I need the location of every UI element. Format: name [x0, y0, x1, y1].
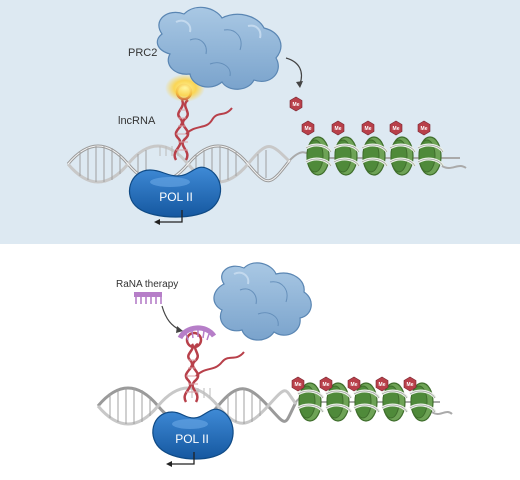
lncrna-bottom [183, 331, 245, 403]
pol-ii-top: POL II [128, 166, 222, 218]
lncrna-label: lncRNA [118, 115, 156, 127]
me-label: Me [295, 382, 302, 388]
pol-ii-label: POL II [175, 432, 209, 446]
chromatin-bottom [295, 381, 453, 423]
bound-rana-oligo [177, 325, 217, 341]
me-label: Me [323, 382, 330, 388]
curved-arrow-icon [285, 57, 303, 85]
me-label: Me [407, 382, 414, 388]
me-label: Me [379, 382, 386, 388]
prc2-label: PRC2 [128, 47, 157, 59]
lncrna-top [173, 83, 233, 161]
rana-therapy-label: RaNA therapy [116, 279, 178, 290]
arrowhead-icon [176, 326, 183, 333]
methyl-marks-bottom: Me Me Me Me Me [291, 376, 417, 392]
me-label: Me [335, 126, 342, 132]
me-label: Me [351, 382, 358, 388]
me-label: Me [305, 126, 312, 132]
direction-arrow-icon [166, 452, 195, 467]
me-label: Me [393, 126, 400, 132]
me-label: Me [421, 126, 428, 132]
me-label: Me [365, 126, 372, 132]
pol-ii-bottom: POL II [152, 408, 234, 460]
chromatin-top [289, 135, 467, 177]
rana-oligo-free [134, 292, 162, 304]
prc2-complex-bottom [213, 262, 312, 341]
methyl-marks-top: Me Me Me Me Me Me [289, 96, 431, 136]
arrowhead-icon [296, 81, 303, 88]
prc2-complex-top [156, 6, 282, 90]
direction-arrow-icon [154, 210, 183, 225]
me-label-free: Me [293, 102, 300, 108]
pol-ii-label: POL II [159, 190, 193, 204]
